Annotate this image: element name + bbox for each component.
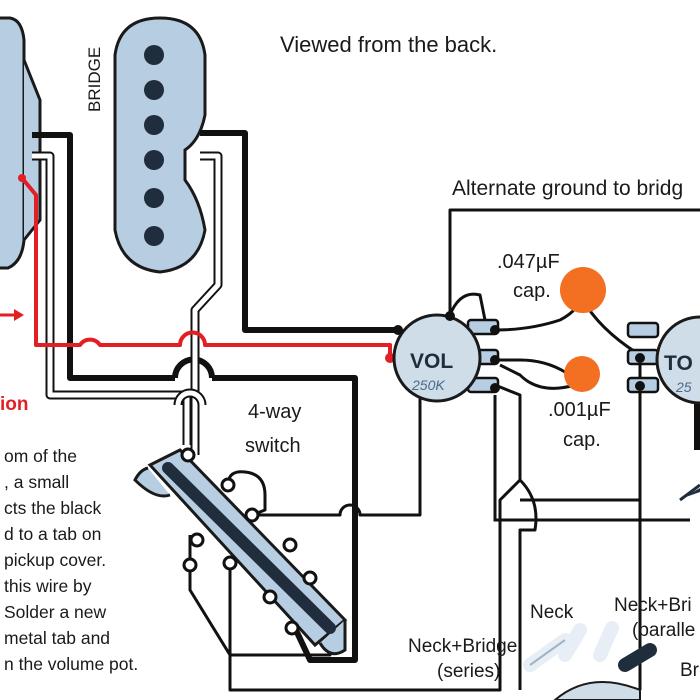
switch-label-line1: 4-way [248, 401, 301, 423]
switch-lug [189, 532, 205, 548]
cap-047-value: .047µF [497, 251, 560, 273]
switch-pos-parallel-line1: Neck+Bri [614, 595, 692, 616]
switch-lug [220, 477, 236, 493]
volume-pot-value: 250K [411, 377, 445, 393]
switch-pos-bridge: Bri [680, 660, 700, 681]
pole-piece-3 [144, 115, 164, 135]
side-note-line: om of the [4, 446, 77, 466]
switch-label-line2: switch [245, 435, 301, 457]
tone-pot [626, 315, 700, 405]
switch-lug [180, 447, 196, 463]
switch-pos-series-line1: Neck+Bridge [408, 636, 517, 657]
side-note-line: n the volume pot. [4, 654, 138, 674]
bridge-pickup [113, 16, 207, 274]
switch-lug [262, 589, 278, 605]
bridge-pickup-label: BRIDGE [85, 47, 104, 112]
left-red-label: ion [0, 394, 29, 415]
switch-lug [244, 507, 260, 523]
pole-piece-4 [144, 150, 164, 170]
switch-lug [302, 570, 318, 586]
capacitor-001 [564, 356, 600, 392]
bridge-hot-wire [190, 151, 223, 455]
cap-047-unit: cap. [513, 280, 551, 302]
alternate-ground-label: Alternate ground to bridg [452, 177, 683, 200]
switch-pos-parallel-line2: (paralle [632, 620, 695, 641]
switch-positions-inset [523, 483, 700, 700]
neck-hot-wire [32, 151, 192, 445]
red-cover-wire [0, 174, 395, 363]
side-note-line: d to a tab on [4, 524, 101, 544]
volume-pot [392, 311, 500, 403]
switch-pos-series-line2: (series) [437, 661, 500, 682]
volume-pot-label: VOL [410, 350, 453, 373]
tone-pot-value: 25 [675, 379, 692, 395]
cap-001-value: .001µF [548, 399, 611, 421]
pole-piece-6 [144, 226, 164, 246]
pole-piece-5 [144, 188, 164, 208]
switch-lug [284, 620, 300, 636]
bridge-ground-wire [200, 130, 395, 333]
switch-pos-neck: Neck [530, 602, 574, 623]
capacitor-047 [560, 267, 606, 313]
side-note-line: Solder a new [4, 602, 107, 622]
side-note-line: metal tab and [4, 628, 110, 648]
switch-lug [222, 555, 238, 571]
pole-piece-1 [144, 45, 164, 65]
switch-lug [182, 557, 198, 573]
side-note-line: this wire by [4, 576, 92, 596]
pole-piece-2 [144, 80, 164, 100]
side-note-line: cts the black [4, 498, 102, 518]
bridge-hot-crossover [173, 388, 207, 406]
side-note-line: pickup cover. [4, 550, 106, 570]
cap-001-unit: cap. [563, 429, 601, 451]
side-note-line: , a small [4, 472, 69, 492]
header-note: Viewed from the back. [280, 32, 497, 57]
tone-pot-label: TO [664, 352, 693, 375]
switch-lug [282, 537, 298, 553]
four-way-switch [133, 447, 348, 656]
